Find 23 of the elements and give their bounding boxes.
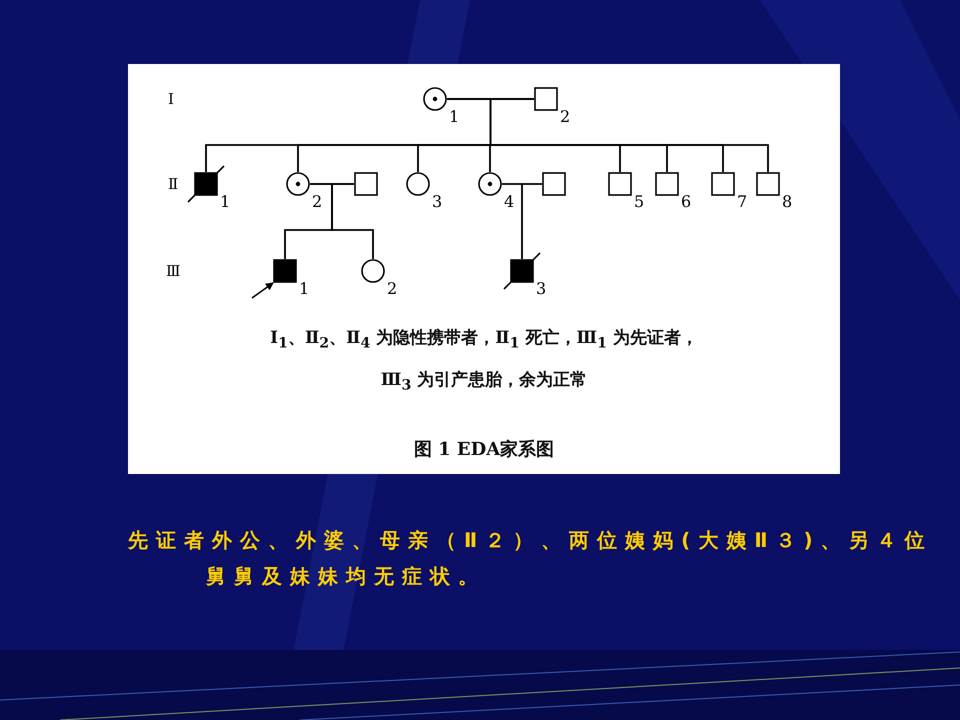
individual-number: 2	[387, 281, 398, 297]
figure-caption: 图 1 EDA家系图	[412, 440, 556, 460]
generation-label: Ⅲ	[166, 263, 180, 279]
proband-arrow	[252, 282, 274, 299]
individual-number: 3	[536, 281, 546, 297]
individual-number: 2	[560, 109, 570, 125]
individual-number: 7	[737, 194, 748, 210]
legend-note: Ⅲ$_{3}$ 为引产患胎，余为正常	[380, 370, 588, 396]
generation-label: Ⅱ	[168, 176, 178, 192]
individual-number: 1	[449, 109, 460, 125]
summary-text: 先证者外公、外婆、母亲（Ⅱ２）、两位姨妈(大姨Ⅱ３)、另４位舅舅及妹妹均无症状。	[128, 527, 934, 590]
pedigree-line	[521, 183, 542, 259]
individual-number: 6	[681, 194, 692, 210]
pedigree-line	[331, 183, 374, 259]
individual-number: 1	[299, 281, 310, 297]
individual-number: 3	[432, 194, 442, 210]
individual-number: 1	[220, 194, 230, 210]
legend-note: Ⅰ$_{1}$、Ⅱ$_{2}$、Ⅱ$_{4}$ 为隐性携带者，Ⅱ$_{1}$ 死亡，Ⅲ$_{1}$ 为先证者，	[269, 328, 699, 354]
individual-number: 8	[782, 194, 792, 210]
generation-label: Ⅰ	[168, 91, 174, 107]
individual-number: 2	[312, 194, 322, 210]
individual-number: 5	[634, 194, 644, 210]
individual-number: 4	[504, 194, 514, 210]
